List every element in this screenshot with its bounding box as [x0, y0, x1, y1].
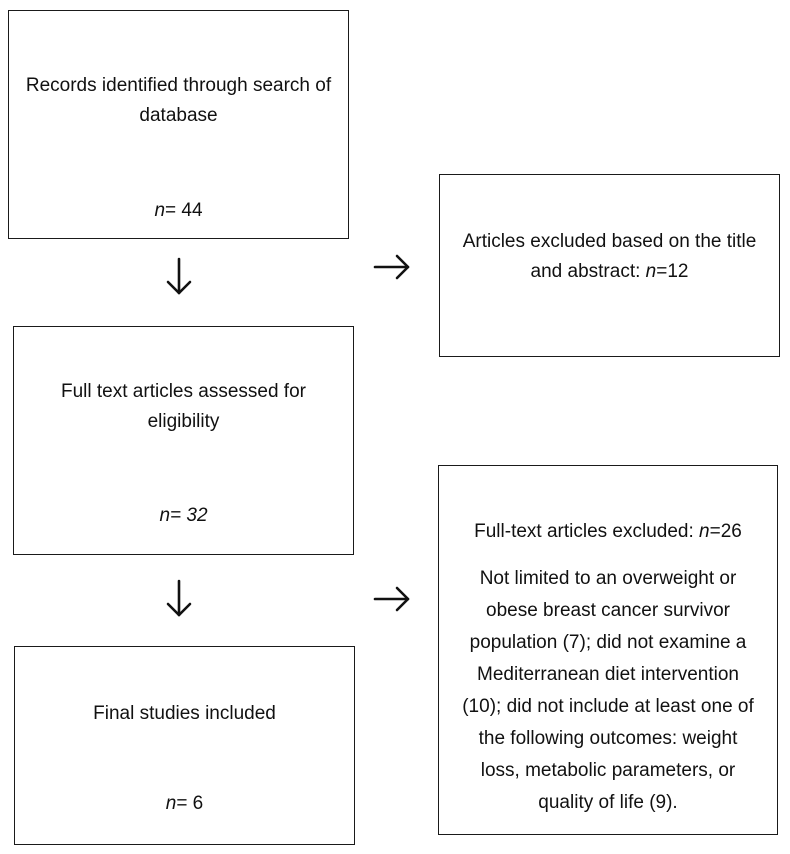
- excluded-fulltext-box: Full-text articles excluded: n=26 Not li…: [438, 465, 778, 835]
- n-value: = 44: [165, 200, 203, 221]
- n-value: = 6: [176, 793, 204, 814]
- fulltext-assessed-box: Full text articles assessed for eligibil…: [13, 326, 354, 555]
- excluded-fulltext-heading: Full-text articles excluded: n=26: [439, 517, 777, 547]
- records-identified-count: n= 44: [9, 196, 348, 226]
- arrow-right-icon: [371, 584, 413, 614]
- arrow-down-icon: [164, 577, 194, 619]
- n-label: n: [154, 200, 166, 221]
- excluded-fulltext-reasons: Not limited to an overweight or obese br…: [462, 568, 754, 813]
- n-value: =12: [656, 261, 689, 282]
- n-value: =26: [709, 521, 742, 542]
- n-label: n: [645, 261, 657, 282]
- excluded-fulltext-label: Full-text articles excluded:: [474, 521, 700, 542]
- records-identified-box: Records identified through search of dat…: [8, 10, 349, 239]
- n-label: n: [699, 521, 710, 542]
- final-studies-box: Final studies included n= 6: [14, 646, 355, 845]
- n-label: n: [165, 793, 177, 814]
- arrow-down-icon: [164, 255, 194, 297]
- excluded-title-abstract-label: Articles excluded based on the title and…: [462, 231, 757, 282]
- fulltext-assessed-title: Full text articles assessed for eligibil…: [61, 381, 306, 432]
- excluded-title-abstract-text: Articles excluded based on the title and…: [440, 227, 779, 287]
- excluded-title-abstract-box: Articles excluded based on the title and…: [439, 174, 780, 357]
- arrow-right-icon: [371, 252, 413, 282]
- n-value: = 32: [170, 505, 208, 526]
- fulltext-assessed-count: n= 32: [14, 501, 353, 531]
- final-studies-title: Final studies included: [93, 703, 276, 724]
- records-identified-title: Records identified through search of dat…: [25, 75, 332, 126]
- n-label: n: [159, 505, 171, 526]
- final-studies-count: n= 6: [15, 789, 354, 819]
